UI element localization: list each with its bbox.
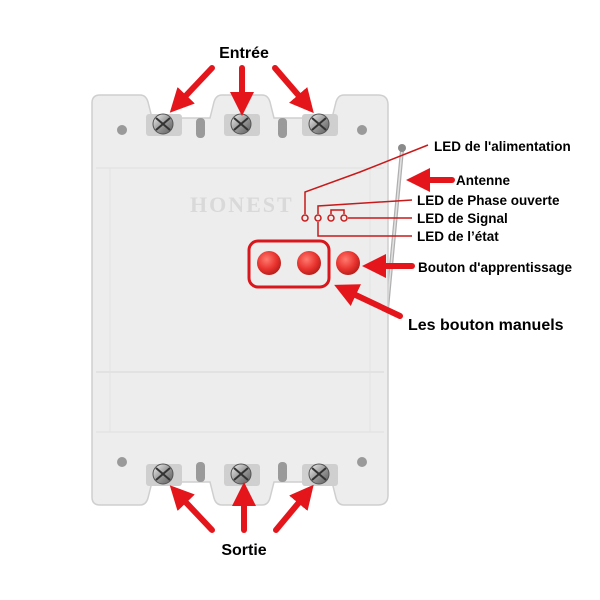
label-led-phase: LED de Phase ouverte <box>417 193 560 208</box>
leader-lines <box>304 144 429 237</box>
output-terminals <box>146 463 338 486</box>
screw-icon <box>224 113 260 136</box>
label-antenna: Antenne <box>456 173 510 188</box>
annotation-arrows <box>169 65 455 533</box>
screw-icon <box>146 463 182 486</box>
manual-button-2[interactable] <box>297 251 321 275</box>
device-body <box>91 94 389 506</box>
brand-logo: HONEST <box>190 192 294 217</box>
label-learn-button: Bouton d'apprentissage <box>418 260 572 275</box>
led-power <box>301 214 309 222</box>
label-led-status: LED de l’état <box>417 229 499 244</box>
leds <box>301 214 348 222</box>
mounting-holes <box>117 118 367 482</box>
arrow-icon <box>169 65 215 113</box>
label-manual-buttons: Les bouton manuels <box>408 317 564 334</box>
screw-icon <box>224 463 260 486</box>
manual-buttons-box <box>247 239 331 289</box>
screw-icon <box>146 113 182 136</box>
arrow-icon <box>334 284 403 319</box>
led-phase <box>314 214 322 222</box>
manual-button-1[interactable] <box>257 251 281 275</box>
label-sortie: Sortie <box>221 542 266 559</box>
input-terminals <box>146 113 338 136</box>
learn-button[interactable] <box>336 251 360 275</box>
led-signal <box>327 214 335 222</box>
led-status <box>340 214 348 222</box>
arrow-icon <box>169 485 215 533</box>
label-led-power: LED de l'alimentation <box>434 139 571 154</box>
screw-icon <box>302 113 338 136</box>
screw-icon <box>302 463 338 486</box>
label-led-signal: LED de Signal <box>417 211 508 226</box>
label-entree: Entrée <box>219 45 269 62</box>
arrow-icon <box>272 65 314 114</box>
arrow-icon <box>273 484 314 533</box>
